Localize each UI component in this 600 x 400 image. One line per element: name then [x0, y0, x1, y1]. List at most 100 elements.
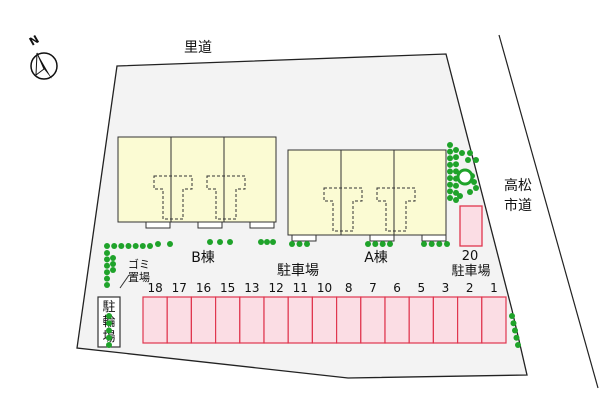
parking-number-18: 18 [147, 281, 162, 295]
tree [447, 161, 453, 168]
parking-row [142, 296, 507, 344]
tree [104, 262, 110, 269]
tree [106, 334, 112, 341]
building-a [287, 149, 447, 242]
tree-ring [456, 168, 474, 186]
tree [104, 256, 110, 263]
parking-number-7: 7 [369, 281, 377, 295]
tree [447, 188, 453, 195]
parking-label-center: 駐車場 [277, 262, 319, 279]
tree [132, 243, 139, 249]
parking-spot-16 [190, 296, 217, 344]
tree [459, 150, 465, 156]
tree [379, 241, 386, 247]
tree [428, 241, 435, 247]
parking-number-5: 5 [417, 281, 425, 295]
tree [447, 181, 453, 188]
tree [104, 282, 110, 288]
tree [270, 239, 276, 245]
parking-spot-17 [166, 296, 192, 344]
parking-spot-20-number: 20 [462, 249, 479, 264]
tree [104, 269, 110, 276]
parking-spot-10 [311, 296, 338, 344]
tree [365, 241, 371, 247]
tree [139, 243, 146, 249]
tree [372, 241, 379, 247]
tree [436, 241, 443, 247]
tree [304, 241, 310, 247]
tree [513, 334, 520, 341]
tree [125, 243, 132, 249]
parking-spot-7 [360, 296, 386, 344]
parking-spot-13 [239, 296, 265, 344]
tree [118, 243, 125, 249]
tree [104, 275, 110, 282]
parking-number-1: 1 [490, 281, 498, 295]
tree [104, 250, 110, 256]
tree [447, 142, 453, 148]
tree [453, 168, 459, 175]
parking-spot-1 [481, 296, 507, 344]
parking-spot-3 [432, 296, 459, 344]
parking-number-3: 3 [442, 281, 450, 295]
tree [106, 313, 112, 319]
tree [447, 195, 453, 201]
tree [444, 241, 450, 247]
parking-spot-8 [336, 296, 362, 344]
tree [227, 239, 233, 245]
tree [467, 189, 473, 195]
parking-number-2: 2 [466, 281, 474, 295]
parking-spot-11 [287, 296, 314, 344]
tree [453, 147, 459, 153]
tree [453, 161, 459, 168]
garbage-label-1: ゴミ [128, 257, 150, 271]
building-b [117, 136, 277, 229]
tree [110, 255, 116, 261]
compass-letter: N [27, 33, 41, 49]
parking-spot-15 [215, 296, 241, 344]
tree [473, 157, 479, 163]
tree [447, 175, 453, 182]
parking-spot-12 [263, 296, 289, 344]
parking-number-11: 11 [293, 281, 308, 295]
tree [467, 150, 473, 156]
tree [447, 168, 453, 175]
parking-spot-18 [142, 296, 168, 344]
tree [106, 320, 112, 327]
building-b-label: B棟 [191, 250, 215, 266]
tree [289, 241, 295, 247]
parking-spot-5 [408, 296, 435, 344]
tree [207, 239, 213, 245]
parking-number-10: 10 [317, 281, 332, 295]
tree [106, 327, 112, 334]
parking-number-13: 13 [244, 281, 259, 295]
parking-number-8: 8 [345, 281, 353, 295]
tree [111, 243, 118, 249]
trees [104, 142, 521, 348]
tree [473, 185, 479, 191]
tree [217, 239, 223, 245]
tree [258, 239, 264, 245]
tree [515, 342, 521, 348]
tree [453, 182, 459, 189]
parking-spot-6 [384, 296, 410, 344]
garbage-label-2: 置場 [128, 271, 150, 284]
tree [453, 197, 459, 203]
parking-number-17: 17 [172, 281, 187, 295]
parking-number-12: 12 [268, 281, 283, 295]
tree [447, 155, 453, 162]
tree [509, 313, 515, 319]
tree [167, 241, 173, 247]
tree [510, 320, 517, 327]
tree [447, 148, 453, 155]
tree [147, 243, 153, 249]
tree [104, 243, 110, 249]
tree [264, 239, 270, 245]
road-label-right-2: 市道 [504, 197, 532, 214]
parking-number-16: 16 [196, 281, 211, 295]
parking-label-right: 駐車場 [451, 264, 490, 279]
tree [296, 241, 303, 247]
tree [110, 261, 116, 267]
